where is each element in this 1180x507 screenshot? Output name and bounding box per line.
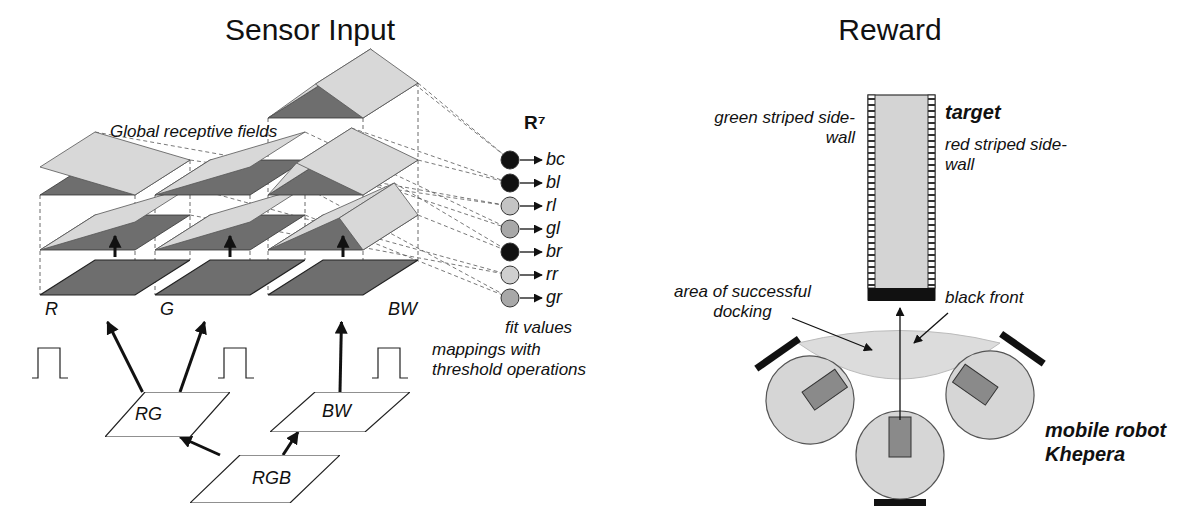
input-plane: BW xyxy=(268,258,421,322)
robot xyxy=(929,321,1061,457)
fit-value-unit xyxy=(501,289,519,307)
plane-label: RG xyxy=(135,404,162,426)
output-name: bl xyxy=(546,172,586,194)
plane-label: BW xyxy=(322,401,351,423)
output-arrow xyxy=(520,159,542,160)
mapping-arrow xyxy=(283,432,298,455)
image-plane: RG xyxy=(105,392,230,437)
plane-label: R xyxy=(45,299,58,321)
plane-label: G xyxy=(160,299,174,321)
mapping-arrow xyxy=(180,322,205,392)
robot-label: mobile robot Khepera xyxy=(1045,418,1175,466)
output-name: rr xyxy=(546,264,586,286)
plane-label: BW xyxy=(388,299,417,321)
output-name: gl xyxy=(546,218,586,240)
wall-label: green striped side-wall xyxy=(690,108,855,149)
fit-value-unit xyxy=(501,266,519,284)
output-name: gr xyxy=(546,287,586,309)
layer-label: Global receptive fields xyxy=(110,122,385,142)
threshold-symbol xyxy=(218,348,254,378)
leader-arrow xyxy=(899,308,900,420)
receptive-field xyxy=(40,49,418,250)
mapping-note: mappings with threshold operations xyxy=(432,340,597,381)
image-plane: BW xyxy=(270,392,410,432)
threshold-symbol xyxy=(32,348,68,378)
output-arrow xyxy=(520,205,542,206)
leader-arrow xyxy=(914,313,948,343)
mapping-arrow xyxy=(342,236,345,257)
section-title: Reward xyxy=(790,12,990,48)
target-label: target xyxy=(945,100,1045,124)
output-name: rl xyxy=(546,195,586,217)
fit-value-unit xyxy=(501,243,519,261)
fit-value-unit xyxy=(501,220,519,238)
fit-value-unit xyxy=(501,197,519,215)
plane-outline xyxy=(105,392,230,437)
mapping-arrow xyxy=(114,236,117,257)
leader-arrow xyxy=(792,318,872,350)
threshold-symbol xyxy=(372,348,408,378)
output-name: bc xyxy=(546,149,586,171)
robot xyxy=(856,411,944,506)
plane-label: RGB xyxy=(252,468,291,490)
robot xyxy=(740,326,872,462)
wall-label: red striped side-wall xyxy=(945,135,1095,176)
section-title: Sensor Input xyxy=(190,12,430,48)
front-label: black front xyxy=(945,288,1065,308)
fit-value-unit xyxy=(501,174,519,192)
mapping-arrow xyxy=(229,236,232,257)
mapping-arrow xyxy=(180,437,220,455)
output-arrow xyxy=(520,297,542,298)
output-caption: fit values xyxy=(505,318,615,338)
mapping-arrow xyxy=(340,322,341,392)
output-arrow xyxy=(520,228,542,229)
area-label: area of successful docking xyxy=(660,282,825,323)
output-arrow xyxy=(520,182,542,183)
mapping-arrow xyxy=(108,322,143,392)
dashed-guides xyxy=(40,49,510,298)
image-plane: RGB xyxy=(190,455,340,503)
output-arrow xyxy=(520,251,542,252)
fit-value-unit xyxy=(501,151,519,169)
target-drawing xyxy=(868,95,935,301)
output-name: br xyxy=(546,241,586,263)
output-arrow xyxy=(520,274,542,275)
space-label: R⁷ xyxy=(524,112,564,135)
